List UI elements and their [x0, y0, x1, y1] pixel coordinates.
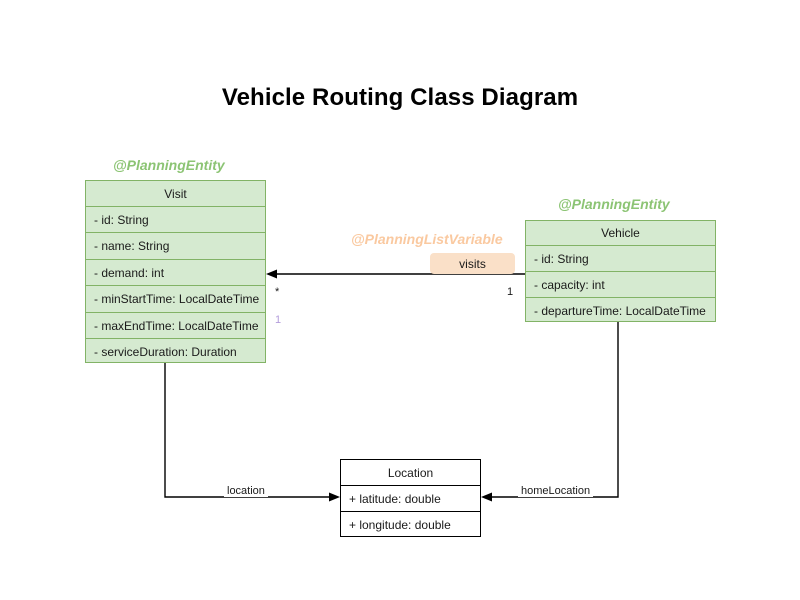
- edge-vehicle-home-location: [481, 322, 619, 502]
- multiplicity-vehicle-side: 1: [507, 286, 514, 298]
- class-name-vehicle: Vehicle: [526, 221, 715, 246]
- class-field: - departureTime: LocalDateTime: [534, 303, 706, 318]
- multiplicity-visit-side: *: [275, 286, 280, 298]
- association-label-visits: visits: [430, 253, 515, 274]
- class-field: - serviceDuration: Duration: [94, 344, 237, 359]
- class-name-visit: Visit: [86, 181, 265, 207]
- class-field: - id: String: [86, 207, 265, 233]
- edge-visit-location: [164, 363, 340, 502]
- class-name-location: Location: [341, 460, 480, 486]
- annotation-visit-planning-entity: @PlanningEntity: [113, 157, 225, 173]
- class-field: - demand: int: [86, 260, 265, 286]
- class-box-vehicle[interactable]: Vehicle - id: String - capacity: int - d…: [525, 220, 716, 322]
- class-field: - maxEndTime: LocalDateTime: [86, 313, 265, 339]
- class-field: - name: String: [86, 233, 265, 260]
- annotation-visits-planning-list-variable: @PlanningListVariable: [351, 231, 503, 247]
- class-field: - capacity: int: [526, 272, 715, 298]
- class-field: + longitude: double: [349, 518, 451, 532]
- class-field: - id: String: [526, 246, 715, 272]
- class-field: - minStartTime: LocalDateTime: [86, 286, 265, 313]
- class-box-visit[interactable]: Visit - id: String - name: String - dema…: [85, 180, 266, 363]
- association-label-home-location: homeLocation: [518, 485, 594, 497]
- class-field: + latitude: double: [341, 486, 480, 512]
- multiplicity-visit-location-side: 1: [275, 314, 282, 326]
- class-box-location[interactable]: Location + latitude: double + longitude:…: [340, 459, 481, 537]
- association-label-location: location: [224, 485, 268, 497]
- page-title: Vehicle Routing Class Diagram: [221, 84, 579, 111]
- annotation-vehicle-planning-entity: @PlanningEntity: [558, 196, 670, 212]
